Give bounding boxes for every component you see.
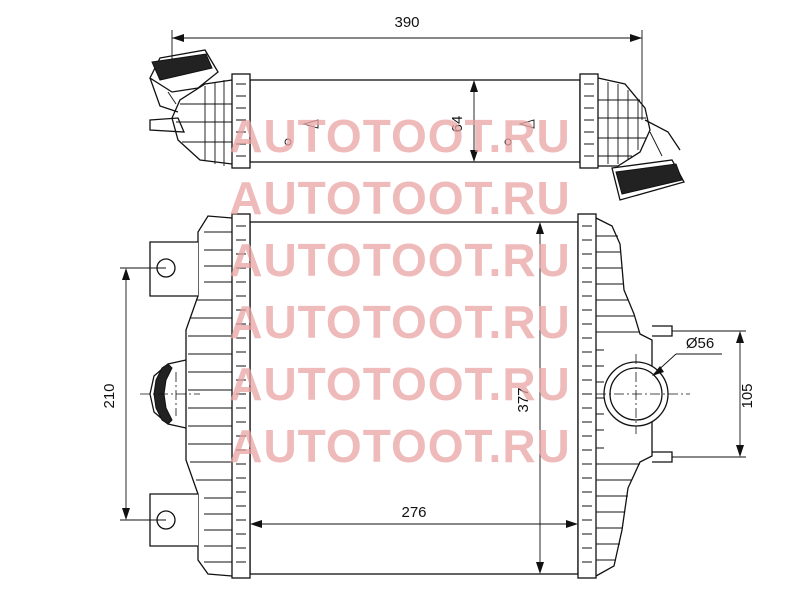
watermark-text: AUTOTOOT.RU — [229, 420, 571, 472]
label-d56: Ø56 — [686, 335, 714, 352]
dimension-overall-length: 390 — [171, 14, 643, 120]
label-105: 105 — [739, 383, 756, 408]
dimension-core-width: 276 — [250, 504, 578, 528]
dimension-outlet-diameter: Ø56 — [652, 335, 722, 376]
dimension-mount-spacing: 210 — [101, 267, 166, 521]
label-64: 64 — [449, 116, 466, 133]
dimension-outlet-offset: 105 — [672, 330, 756, 458]
top-view — [149, 49, 685, 201]
watermark-text: AUTOTOOT.RU — [229, 110, 571, 162]
dimension-core-thickness: 64 — [449, 80, 478, 162]
watermark-text: AUTOTOOT.RU — [229, 358, 571, 410]
dimension-core-height: 377 — [515, 222, 544, 574]
label-377: 377 — [515, 387, 532, 412]
label-210: 210 — [101, 383, 118, 408]
watermark-text: AUTOTOOT.RU — [229, 296, 571, 348]
watermark-group: AUTOTOOT.RU AUTOTOOT.RU AUTOTOOT.RU AUTOTOO… — [229, 110, 571, 472]
watermark-text: AUTOTOOT.RU — [229, 172, 571, 224]
label-276: 276 — [401, 504, 426, 521]
front-view — [140, 213, 690, 579]
label-390: 390 — [394, 14, 419, 31]
watermark-text: AUTOTOOT.RU — [229, 234, 571, 286]
